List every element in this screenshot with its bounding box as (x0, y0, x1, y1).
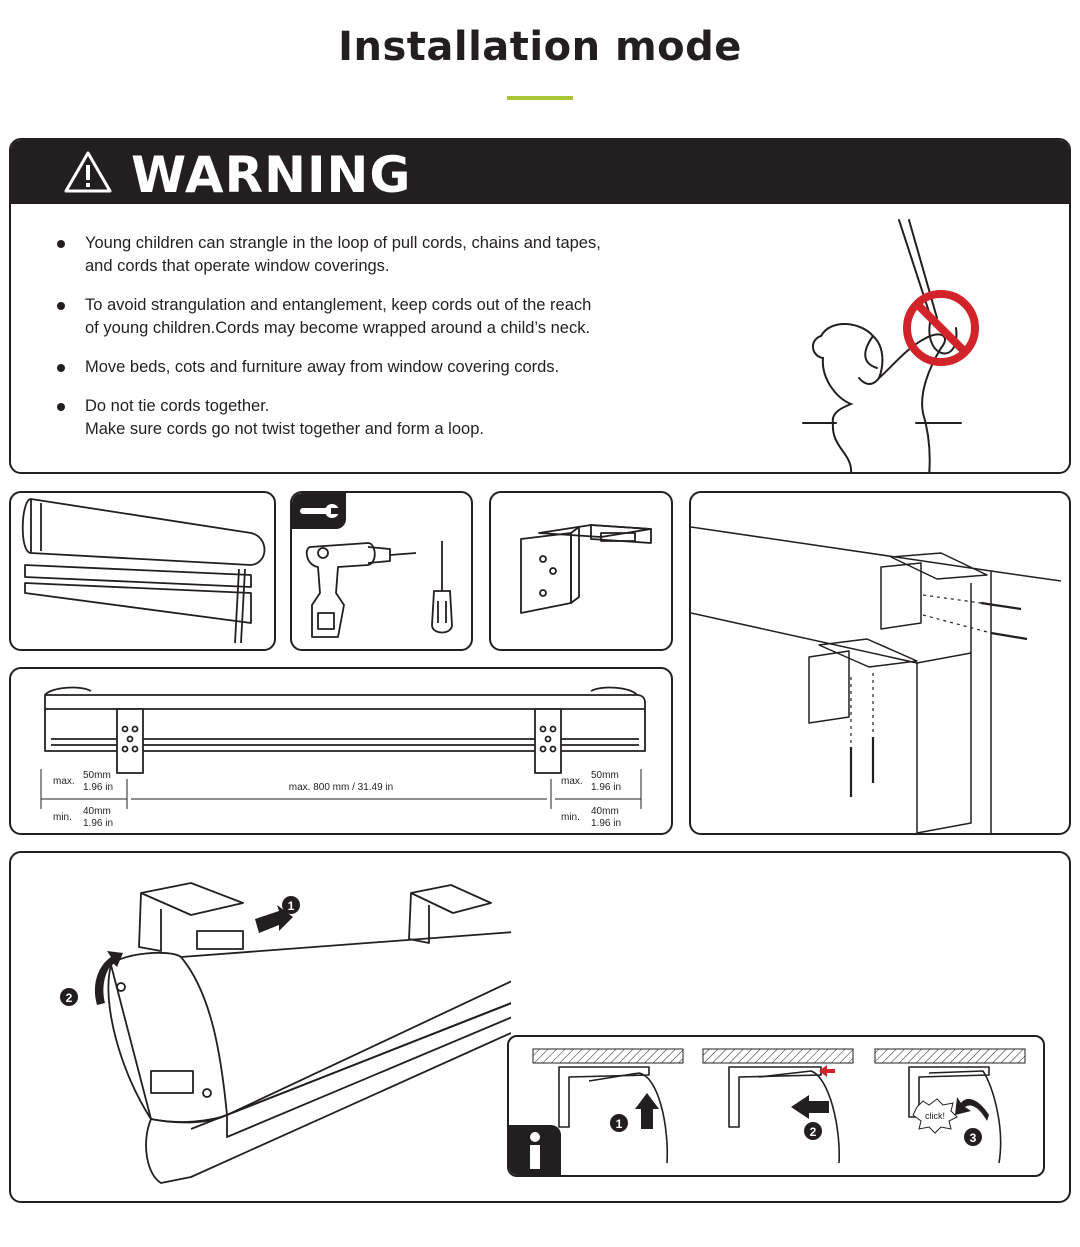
left-min-mm: 40mm (83, 806, 111, 817)
warning-bullet: To avoid strangulation and entanglement,… (57, 294, 677, 340)
right-min-in: 1.96 in (591, 818, 621, 829)
info-subpanel: click! 1 2 3 (507, 1035, 1045, 1177)
warning-bullet: Young children can strangle in the loop … (57, 232, 677, 278)
mount-panel: 1 2 (9, 851, 1071, 1203)
snap-click-arrow (955, 1097, 989, 1121)
right-max-label: max. (561, 776, 583, 787)
right-min-label: min. (561, 812, 580, 823)
mount-step-1-number: 1 (288, 899, 295, 913)
wrench-icon (300, 504, 341, 518)
tools-tag (292, 493, 346, 529)
red-direction-arrow (819, 1065, 835, 1077)
right-max-mm: 50mm (591, 770, 619, 781)
click-install-steps: click! 1 2 3 (532, 1048, 1026, 1164)
warning-header (11, 140, 1069, 204)
left-max-in: 1.96 in (83, 782, 113, 793)
warning-title: WARNING (131, 146, 412, 204)
info-step-3-number: 3 (970, 1131, 977, 1145)
left-max-label: max. (53, 776, 75, 787)
headrail-mount-illustration: 1 2 (60, 882, 511, 1184)
roller-blind-illustration (21, 498, 266, 644)
info-icon (530, 1132, 540, 1169)
product-panel (9, 491, 276, 651)
title-accent-bar (507, 96, 573, 100)
mounting-bracket-illustration (520, 524, 652, 614)
child-cord-hazard-illustration (802, 219, 979, 472)
right-max-in: 1.96 in (591, 782, 621, 793)
mount-step-2-number: 2 (66, 991, 73, 1005)
info-tag (509, 1125, 561, 1175)
bracket-spacing-diagram: max. 50mm 1.96 in min. 40mm 1.96 in max.… (40, 686, 646, 829)
info-step-1-number: 1 (616, 1117, 623, 1131)
prohibition-sign (903, 290, 979, 366)
left-max-mm: 50mm (83, 770, 111, 781)
rotate-up-arrow (94, 951, 123, 1005)
push-up-arrow (635, 1093, 659, 1129)
left-min-label: min. (53, 812, 72, 823)
right-min-mm: 40mm (591, 806, 619, 817)
drill-icon (305, 542, 417, 638)
wall-install-panel (689, 491, 1071, 835)
warning-bullet: Move beds, cots and furniture away from … (57, 356, 677, 379)
bracket-panel (489, 491, 673, 651)
click-burst (912, 1098, 958, 1134)
spacing-panel: max. 50mm 1.96 in min. 40mm 1.96 in max.… (9, 667, 673, 835)
info-step-2-number: 2 (810, 1125, 817, 1139)
click-label: click! (925, 1111, 945, 1121)
page-title: Installation mode (338, 24, 742, 70)
slide-in-arrow (255, 905, 293, 933)
push-left-arrow (791, 1095, 829, 1119)
wall-mount-illustration (691, 526, 1062, 833)
tools-panel (290, 491, 473, 651)
center-distance-label: max. 800 mm / 31.49 in (289, 782, 394, 793)
warning-bullet: Do not tie cords together.Make sure cord… (57, 395, 677, 441)
screwdriver-icon (431, 541, 453, 634)
warning-triangle-icon (64, 151, 112, 193)
left-min-in: 1.96 in (83, 818, 113, 829)
warning-bullet-list: Young children can strangle in the loop … (57, 232, 677, 457)
warning-panel: WARNING Young children can strangle in t… (9, 138, 1071, 474)
